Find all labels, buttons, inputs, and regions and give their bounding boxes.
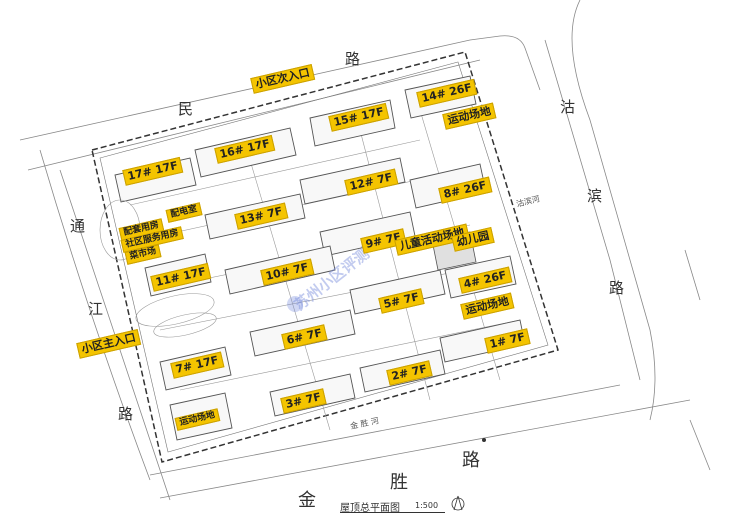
watermark-logo-icon xyxy=(287,296,303,312)
road-north-char-1: 民 xyxy=(178,100,194,118)
road-east-char-2: 滨 xyxy=(587,187,603,205)
north-arrow-icon xyxy=(451,495,465,511)
road-north-char-2: 路 xyxy=(345,50,361,68)
road-south-char-3: 路 xyxy=(462,450,480,471)
inner-road-ring xyxy=(99,61,549,453)
road-south-char-2: 胜 xyxy=(390,472,408,493)
road-west-char-2: 江 xyxy=(88,300,104,318)
road-east-char-3: 路 xyxy=(609,279,625,297)
road-west-char-3: 路 xyxy=(118,405,134,423)
road-east-char-1: 沽 xyxy=(560,98,576,116)
plan-scale: 1:500 xyxy=(415,501,439,510)
marker-dot xyxy=(482,438,486,442)
plan-title: 屋顶总平面图 xyxy=(340,503,400,514)
title-underline xyxy=(340,512,445,513)
site-boundary xyxy=(91,51,559,463)
road-south-char-1: 金 xyxy=(298,490,316,511)
road-west-char-1: 通 xyxy=(70,217,86,235)
footprint-5 xyxy=(349,269,446,315)
